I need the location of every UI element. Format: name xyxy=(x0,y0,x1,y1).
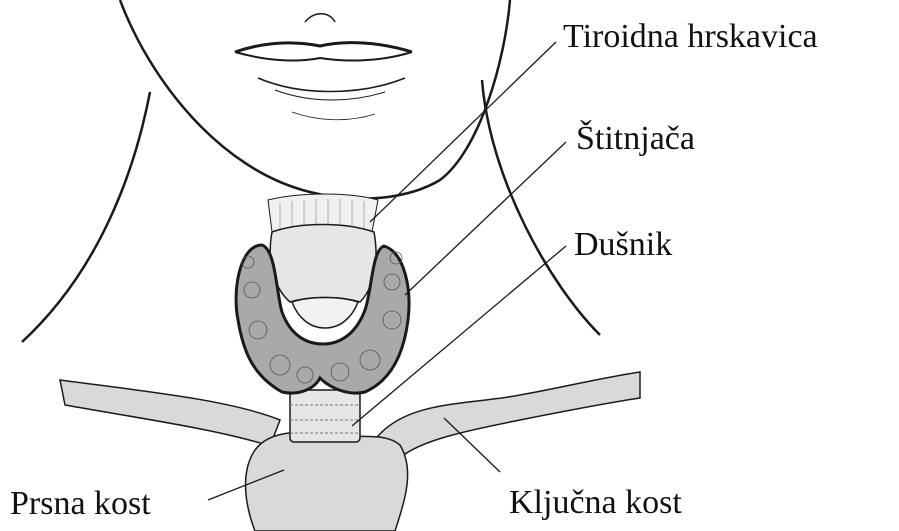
label-trachea: Dušnik xyxy=(574,228,672,262)
leader-thyroid-cartilage xyxy=(370,42,556,222)
label-thyroid-gland: Štitnjača xyxy=(576,122,695,156)
clavicle-right xyxy=(378,372,640,458)
clavicle-left xyxy=(60,380,280,446)
neck-left-outline xyxy=(22,92,150,342)
label-sternum: Prsna kost xyxy=(10,487,151,521)
label-thyroid-cartilage: Tiroidna hrskavica xyxy=(563,20,818,54)
lips xyxy=(235,14,412,120)
thyroid-cartilage xyxy=(270,225,376,303)
neck-right-outline xyxy=(482,80,600,335)
label-clavicle: Ključna kost xyxy=(509,486,682,520)
sternum xyxy=(246,433,408,531)
trachea xyxy=(290,390,360,442)
